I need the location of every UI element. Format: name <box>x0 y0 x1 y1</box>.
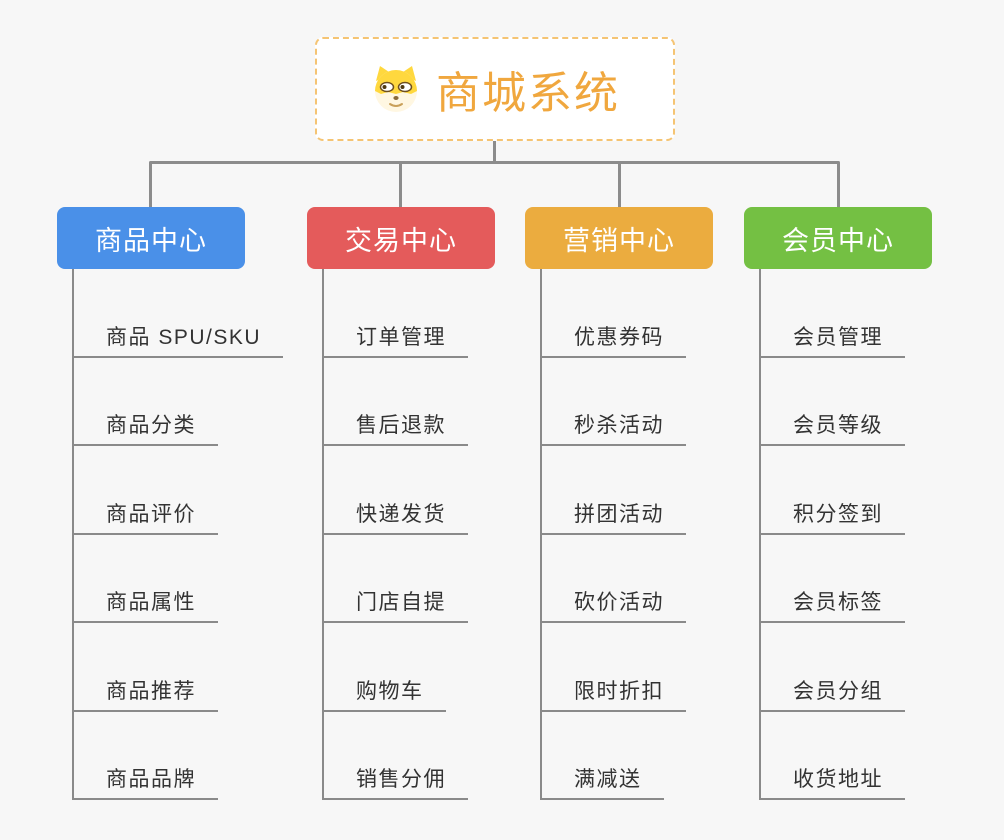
branch-node-product-center[interactable]: 商品中心 <box>57 207 245 269</box>
leaf-node[interactable]: 会员标签 <box>759 586 905 623</box>
leaf-node[interactable]: 会员分组 <box>759 675 905 712</box>
leaf-node[interactable]: 订单管理 <box>322 321 468 358</box>
connector-stub-product-center <box>149 163 152 207</box>
leaf-node[interactable]: 商品评价 <box>72 498 218 535</box>
leaf-node[interactable]: 商品属性 <box>72 586 218 623</box>
branch-column-trade-center: 交易中心 订单管理 售后退款 快递发货 门店自提 购物车 销售分佣 <box>307 207 567 800</box>
branch-spine <box>759 269 761 800</box>
branch-spine <box>72 269 74 800</box>
leaf-node[interactable]: 会员管理 <box>759 321 905 358</box>
branch-node-member-center[interactable]: 会员中心 <box>744 207 932 269</box>
leaf-node[interactable]: 满减送 <box>540 763 664 800</box>
branch-column-marketing-center: 营销中心 优惠券码 秒杀活动 拼团活动 砍价活动 限时折扣 满减送 <box>525 207 785 800</box>
leaf-node[interactable]: 砍价活动 <box>540 586 686 623</box>
leaf-node[interactable]: 商品分类 <box>72 409 218 446</box>
leaf-node[interactable]: 购物车 <box>322 675 446 712</box>
branch-node-marketing-center[interactable]: 营销中心 <box>525 207 713 269</box>
branch-node-trade-center[interactable]: 交易中心 <box>307 207 495 269</box>
leaf-node[interactable]: 拼团活动 <box>540 498 686 535</box>
branch-column-product-center: 商品中心 商品 SPU/SKU 商品分类 商品评价 商品属性 商品推荐 商品品牌 <box>57 207 317 800</box>
leaf-node[interactable]: 售后退款 <box>322 409 468 446</box>
connector-stub-member-center <box>837 163 840 207</box>
leaf-node[interactable]: 优惠券码 <box>540 321 686 358</box>
shiba-dog-icon <box>370 65 422 113</box>
leaf-node[interactable]: 门店自提 <box>322 586 468 623</box>
leaf-node[interactable]: 商品推荐 <box>72 675 218 712</box>
leaf-node[interactable]: 快递发货 <box>322 498 468 535</box>
root-node-mall-system[interactable]: 商城系统 <box>315 37 675 141</box>
branch-spine <box>322 269 324 800</box>
leaf-node[interactable]: 商品 SPU/SKU <box>72 321 284 358</box>
connector-stub-marketing-center <box>618 163 621 207</box>
connector-stub-trade-center <box>399 163 402 207</box>
connector-root-stub <box>493 141 496 162</box>
leaf-node[interactable]: 积分签到 <box>759 498 905 535</box>
root-title: 商城系统 <box>436 69 620 118</box>
leaf-node[interactable]: 秒杀活动 <box>540 409 686 446</box>
branch-spine <box>540 269 542 800</box>
connector-horizontal-line <box>149 161 840 164</box>
leaf-node[interactable]: 限时折扣 <box>540 675 686 712</box>
branch-column-member-center: 会员中心 会员管理 会员等级 积分签到 会员标签 会员分组 收货地址 <box>744 207 1004 800</box>
leaf-node[interactable]: 会员等级 <box>759 409 905 446</box>
leaf-node[interactable]: 收货地址 <box>759 763 905 800</box>
leaf-node[interactable]: 商品品牌 <box>72 763 218 800</box>
leaf-node[interactable]: 销售分佣 <box>322 763 468 800</box>
